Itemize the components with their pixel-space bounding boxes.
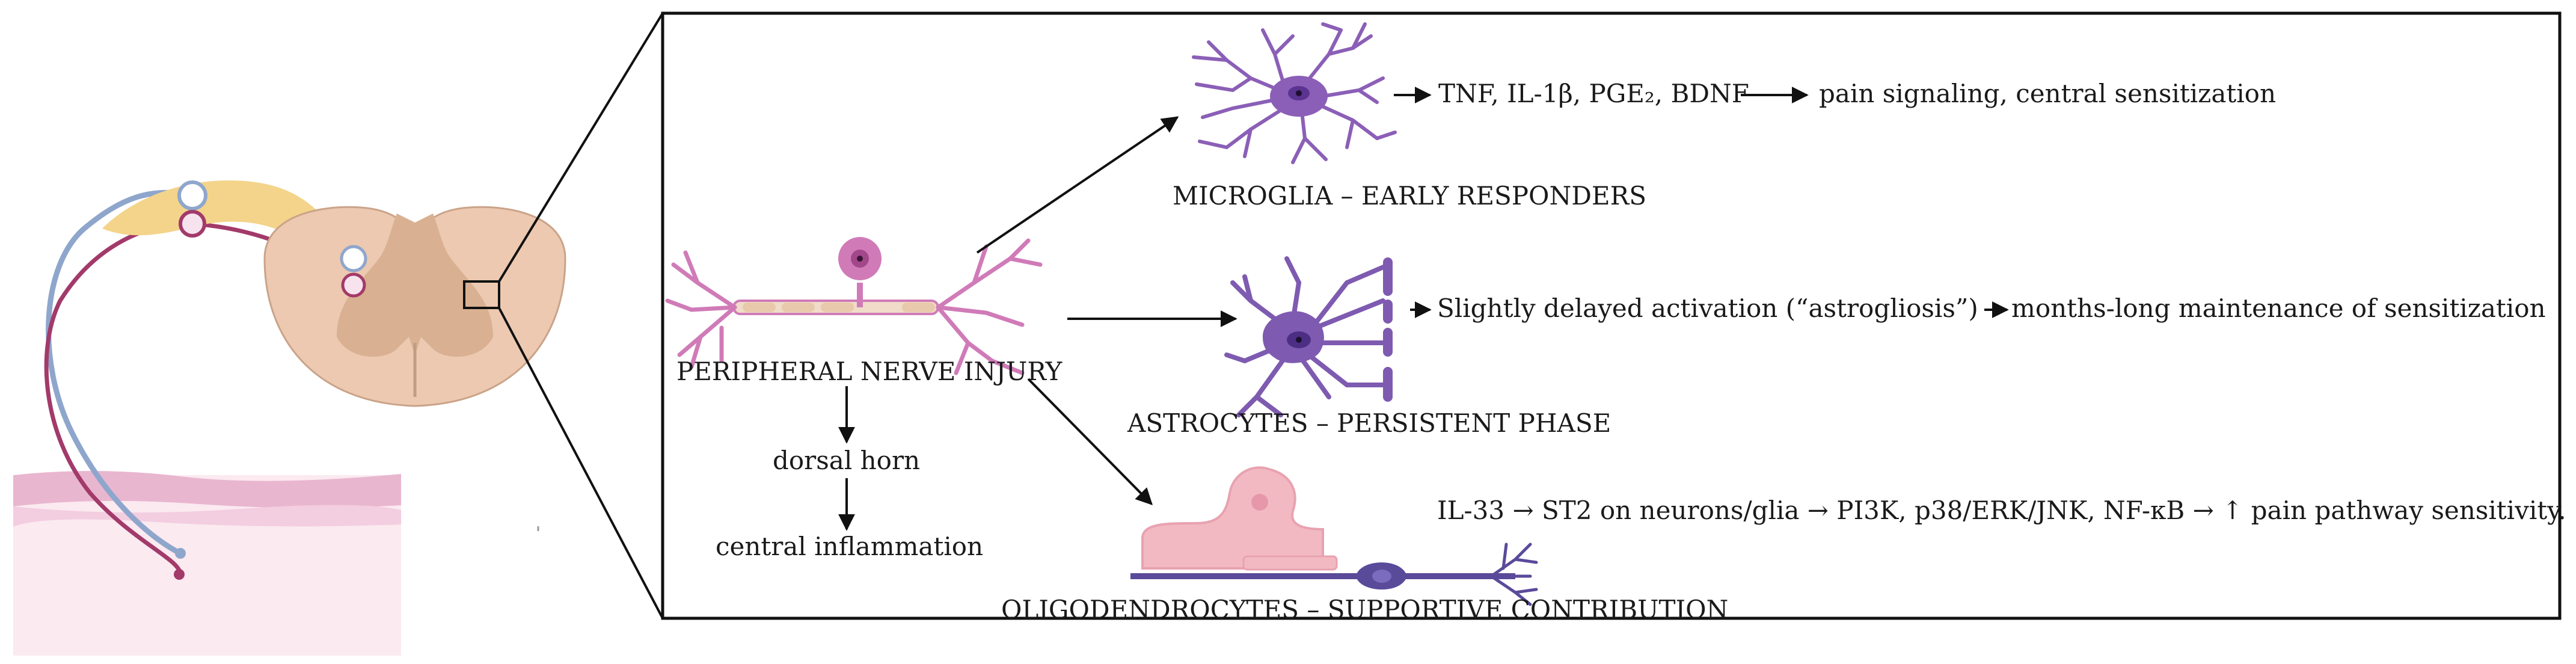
arrow-to-oligodendrocytes [1027, 378, 1153, 505]
dorsal-horn-neuron-maroon [341, 272, 366, 298]
label-astrocytes-title: ASTROCYTES – PERSISTENT PHASE [1127, 408, 1611, 438]
astrocyte-cell [1224, 256, 1393, 417]
label-microglia-mediators: TNF, IL-1β, PGE₂, BDNF [1438, 79, 1749, 108]
zoom-panel-frame [661, 11, 2562, 620]
label-dorsal-horn: dorsal horn [773, 446, 920, 475]
label-central-inflammation: central inflammation [716, 532, 983, 561]
zoom-lines [498, 12, 664, 619]
label-oligodendrocytes-pathway: IL-33 → ST2 on neurons/glia → PI3K, p38/… [1437, 496, 2566, 525]
arrow-to-microglia [976, 116, 1179, 254]
label-astrocytes-outcome: months-long maintenance of sensitization [2011, 294, 2546, 323]
spinal-cord [263, 206, 566, 407]
label-peripheral-nerve-injury: PERIPHERAL NERVE INJURY [676, 357, 1063, 386]
label-microglia-outcome: pain signaling, central sensitization [1819, 79, 2276, 108]
zoom-region-box [463, 280, 500, 309]
peripheral-neuron [665, 237, 1043, 375]
dorsal-root-ganglion [102, 180, 337, 253]
dorsal-horn-neuron-blue [340, 245, 367, 272]
label-oligodendrocytes-title: OLIGODENDROCYTES – SUPPORTIVE CONTRIBUTI… [1001, 595, 1728, 624]
skin-tissue [13, 470, 401, 656]
oligodendrocyte-cell [1130, 466, 1538, 606]
ganglion-neuron-maroon [179, 210, 206, 238]
ganglion-neuron-blue [177, 180, 207, 211]
label-microglia-title: MICROGLIA – EARLY RESPONDERS [1173, 181, 1646, 211]
label-astrocytes-activation: Slightly delayed activation (“astroglios… [1437, 294, 1978, 323]
